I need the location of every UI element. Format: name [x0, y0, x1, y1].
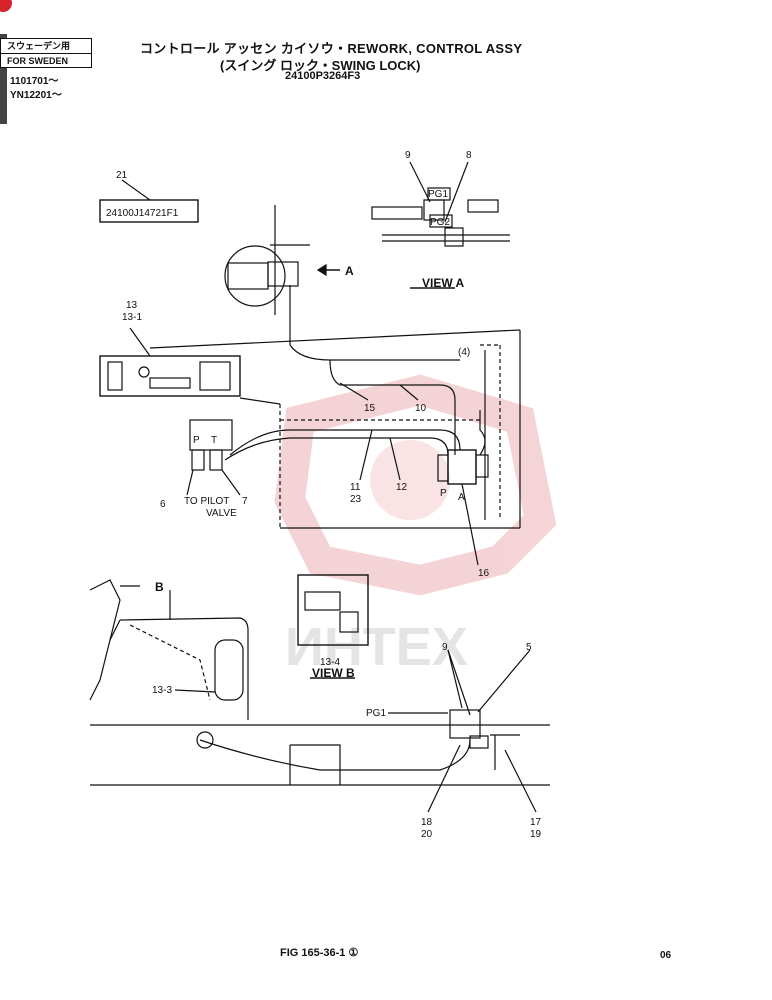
callout-13-4: 13-4 — [320, 657, 340, 668]
region-badge: スウェーデン用 FOR SWEDEN — [0, 38, 92, 68]
callout-15: 15 — [364, 403, 376, 414]
view-b-panel — [297, 574, 369, 679]
page-number: 06 — [660, 950, 672, 961]
callout-9-top: 9 — [405, 150, 411, 161]
callout-23: 23 — [350, 494, 362, 505]
callout-13: 13 — [126, 300, 138, 311]
manifold-port-a: A — [458, 492, 465, 503]
watermark-text: ИНТЕХ — [285, 617, 468, 677]
callout-11: 11 — [350, 482, 361, 493]
port-p-label: P — [193, 435, 200, 446]
hoses — [224, 359, 486, 461]
callout-6: 6 — [160, 499, 166, 510]
callout-17: 17 — [530, 817, 542, 828]
valve-label: VALVE — [206, 508, 237, 519]
pilot-valve-block — [186, 419, 241, 496]
callout-4: (4) — [458, 347, 470, 358]
machine-frame — [149, 329, 521, 530]
callout-10: 10 — [415, 403, 427, 414]
callout-5: 5 — [526, 642, 532, 653]
lower-machine — [89, 579, 550, 786]
callout-21: 21 — [116, 170, 128, 181]
callout-18: 18 — [421, 817, 433, 828]
assembly-part-number: 24100P3264F3 — [285, 70, 361, 82]
gauge-pg1-label: PG1 — [428, 189, 448, 200]
region-badge-jp: スウェーデン用 — [7, 41, 71, 51]
arrow-a-label: A — [345, 264, 354, 278]
callout-12: 12 — [396, 482, 408, 493]
callout-13-3: 13-3 — [152, 685, 172, 696]
gauge-pg1-low: PG1 — [366, 708, 386, 719]
serial-1: 1101701～ — [10, 76, 59, 87]
part-label-text: 24100J14721F1 — [106, 208, 179, 219]
to-pilot-label: TO PILOT — [184, 496, 229, 507]
callout-9-low: 9 — [442, 642, 448, 653]
view-b-label: VIEW B — [312, 666, 355, 680]
arrow-b-label: B — [155, 580, 164, 594]
page-subtitle: (スイング ロック・SWING LOCK) — [220, 58, 421, 73]
callout-19: 19 — [530, 829, 542, 840]
serial-2: YN12201～ — [10, 90, 62, 101]
corner-mark — [0, 0, 12, 12]
manifold-port-p: P — [440, 488, 447, 499]
watermark-gear — [274, 374, 557, 596]
callout-16: 16 — [478, 568, 490, 579]
callout-13-1: 13-1 — [122, 312, 142, 323]
leader-21 — [121, 179, 151, 201]
port-t-label: T — [211, 435, 217, 446]
region-badge-en: FOR SWEDEN — [1, 53, 91, 68]
view-a-label: VIEW A — [422, 276, 465, 290]
gauge-pg2-label: PG2 — [430, 217, 450, 228]
view-a-assembly — [371, 161, 510, 289]
page-title: コントロール アッセン カイソウ・REWORK, CONTROL ASSY — [140, 41, 523, 56]
control-box — [99, 327, 241, 397]
callout-8-top: 8 — [466, 150, 472, 161]
scan-edge — [0, 34, 7, 124]
callout-20: 20 — [421, 829, 433, 840]
figure-number: FIG 165-36-1 ① — [280, 947, 359, 959]
manifold-block — [437, 449, 489, 566]
callout-7: 7 — [242, 496, 248, 507]
